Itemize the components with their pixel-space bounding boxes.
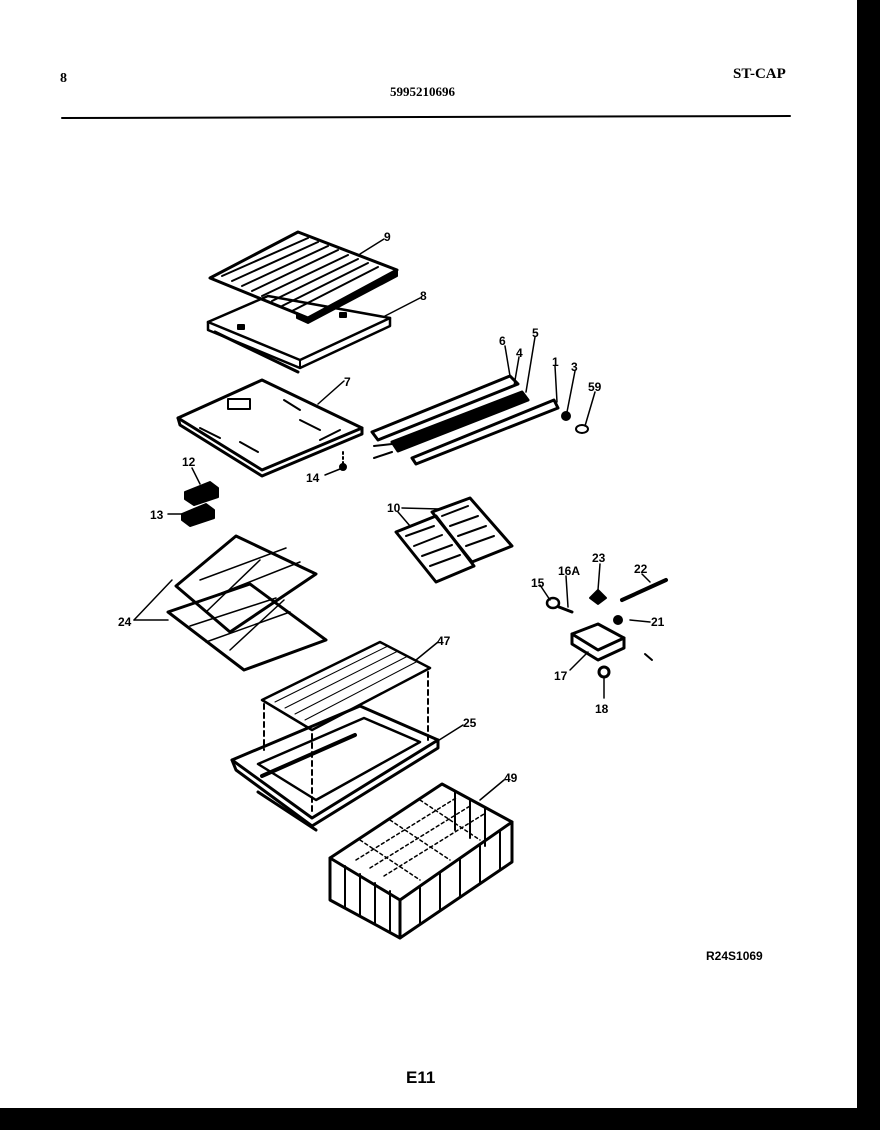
part-8-cover-plate: [206, 294, 421, 374]
callout-47: 47: [437, 634, 451, 648]
callout-5: 5: [532, 326, 539, 340]
part-7-shelf-tray: [176, 378, 364, 478]
parts-15-23-assembly: [539, 563, 668, 699]
callout-16a: 16A: [558, 564, 581, 578]
callout-59: 59: [588, 380, 602, 394]
part-49-basket: [328, 779, 514, 940]
callout-12: 12: [182, 455, 196, 469]
callout-10: 10: [387, 501, 401, 515]
model-code: ST-CAP: [733, 66, 786, 82]
parts-12-13-clips: [167, 467, 219, 527]
page-code: E11: [406, 1068, 436, 1087]
reference-code: R24S1069: [706, 949, 763, 963]
callout-18: 18: [595, 702, 609, 716]
callout-4: 4: [516, 346, 523, 360]
callout-1: 1: [552, 355, 559, 369]
callout-6: 6: [499, 334, 506, 348]
callout-9: 9: [384, 230, 391, 244]
callout-17: 17: [554, 669, 568, 683]
callout-8: 8: [420, 289, 427, 303]
callout-25: 25: [463, 716, 477, 730]
callout-7: 7: [344, 375, 351, 389]
part-10-ice-trays: [394, 496, 514, 584]
callout-23: 23: [592, 551, 606, 565]
callout-22: 22: [634, 562, 648, 576]
part-9-grille-shelf: [208, 230, 399, 324]
part-25-crisper-frame: [230, 704, 464, 832]
callout-3: 3: [571, 360, 578, 374]
callout-21: 21: [651, 615, 665, 629]
exploded-view-drawing: [61, 115, 791, 940]
parts-diagram-page: 8 5995210696 ST-CAP: [0, 0, 857, 1108]
callout-13: 13: [150, 508, 164, 522]
part-47-crisper-lid: [260, 640, 439, 813]
callout-14: 14: [306, 471, 320, 485]
rails-6-4-5-1: [370, 336, 596, 466]
part-24-shelves: [133, 534, 328, 672]
part-number: 5995210696: [390, 84, 455, 99]
callout-24: 24: [118, 615, 132, 629]
callout-49: 49: [504, 771, 518, 785]
callout-15: 15: [531, 576, 545, 590]
page-marker: 8: [60, 71, 67, 86]
